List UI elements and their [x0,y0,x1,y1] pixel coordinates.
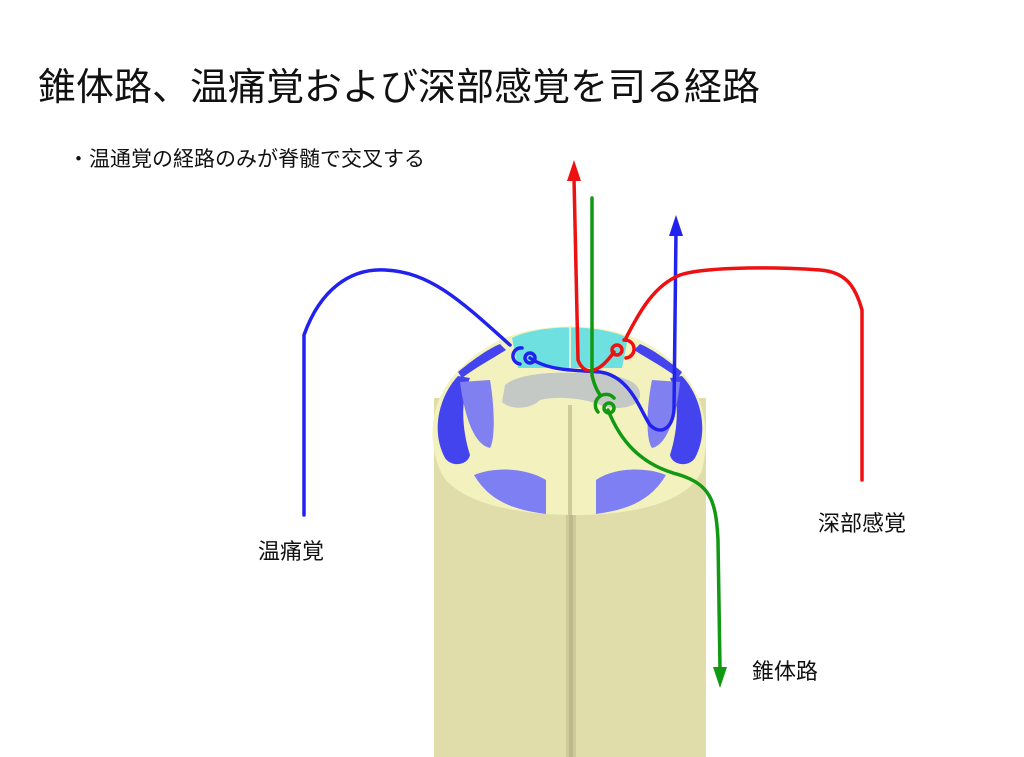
arrow-up-icon [669,215,683,236]
right-lateral-tract [670,376,703,465]
pain-temperature-neuron [523,351,537,365]
left-ventral-tract [474,469,546,514]
pyramidal-synapse [593,392,616,414]
arrow-down-icon [713,667,727,688]
deep-sensation-neuron [610,343,624,357]
left-dorsal-band [458,344,506,378]
arrow-up-icon [567,160,581,181]
ventral-fissure [568,405,572,515]
left-lateral-tract [437,376,470,465]
bullet-point: ・温通覚の経路のみが脊髄で交叉する [68,147,425,171]
pyramidal-neuron [602,401,616,415]
pain-temperature-synapse [511,346,524,366]
pyramidal-tract-path [590,196,722,670]
label-deep-sensation: 深部感覚 [818,512,907,537]
deep-sensation-synapse [622,338,636,360]
pain-temperature-path [302,228,678,517]
fissure-line [569,400,573,757]
grey-matter [502,372,640,408]
right-ventral-tract [596,469,666,514]
slide-title: 錐体路、温痛覚および深部感覚を司る経路 [38,65,761,109]
label-pyramidal-tract: 錐体路 [752,660,819,685]
label-pain-temperature: 温痛覚 [258,540,325,565]
left-lateral-inner-tract [460,380,494,448]
right-dorsal-band [634,344,682,378]
